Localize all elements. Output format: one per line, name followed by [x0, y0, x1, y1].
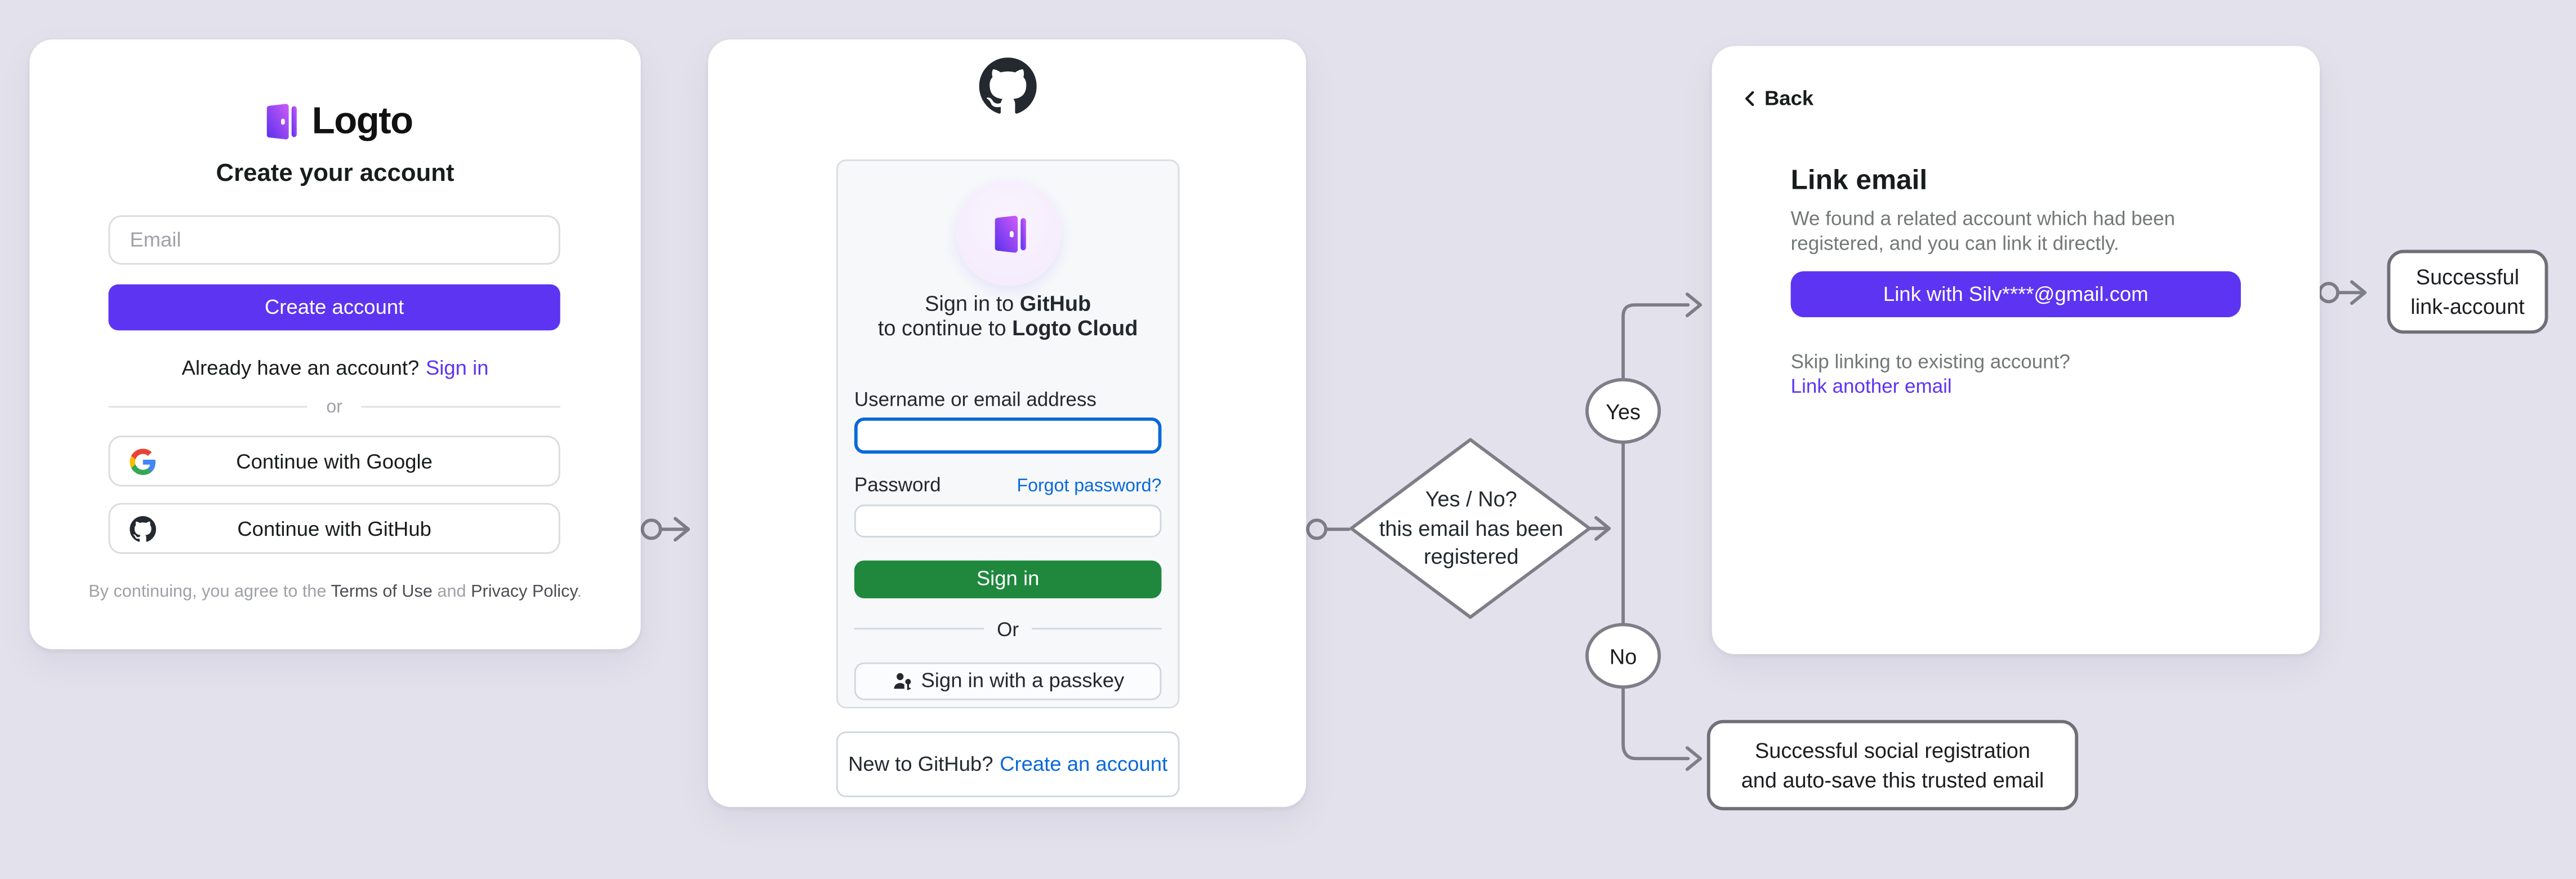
github-signin-button[interactable]: Sign in	[854, 560, 1162, 598]
terms-notice: By continuing, you agree to the Terms of…	[30, 582, 641, 602]
decision-diamond	[1349, 438, 1611, 619]
terms-prefix: By continuing, you agree to the	[88, 581, 331, 602]
connector-github-to-decision	[1306, 518, 1351, 540]
new-to-github-box: New to GitHub? Create an account	[836, 731, 1180, 797]
password-label: Password	[854, 472, 941, 496]
passkey-label: Sign in with a passkey	[921, 669, 1125, 692]
signup-card: Logto Create your account Create account…	[29, 39, 641, 650]
privacy-policy-link[interactable]: Privacy Policy	[471, 581, 577, 602]
branch-lines	[1621, 292, 1703, 771]
brand-name: Logto	[311, 99, 413, 141]
link-email-card: Back Link email We found a related accou…	[1712, 46, 2320, 655]
github-auth-panel: Sign in to GitHub to continue to Logto C…	[836, 159, 1180, 709]
signin-prompt-text: Already have an account?	[181, 357, 420, 380]
username-label: Username or email address	[854, 387, 1097, 411]
link-another-email-link[interactable]: Link another email	[1790, 375, 1952, 398]
password-input[interactable]	[854, 504, 1162, 537]
github-or-label: Or	[997, 617, 1019, 641]
heading-app-name: Logto Cloud	[1012, 315, 1138, 340]
continue-google-button[interactable]: Continue with Google	[108, 436, 560, 487]
terms-and: and	[432, 581, 471, 602]
passkey-icon	[893, 672, 911, 690]
skip-linking-text: Skip linking to existing account?	[1790, 350, 2070, 374]
chevron-left-icon	[1745, 91, 1754, 106]
heading-prefix: Sign in to	[925, 291, 1020, 316]
link-with-email-button[interactable]: Link with Silv****@gmail.com	[1790, 271, 2241, 318]
logto-app-badge	[955, 180, 1060, 286]
email-field[interactable]	[108, 215, 560, 265]
heading-github: GitHub	[1019, 291, 1091, 316]
github-icon	[130, 515, 157, 541]
create-account-button[interactable]: Create account	[108, 284, 560, 331]
continue-google-label: Continue with Google	[236, 449, 433, 473]
link-email-title: Link email	[1790, 164, 1928, 196]
signin-link[interactable]: Sign in	[425, 357, 489, 380]
or-divider-label: or	[326, 397, 342, 417]
or-divider: or	[109, 396, 560, 418]
continue-github-button[interactable]: Continue with GitHub	[108, 503, 560, 554]
logto-door-icon	[995, 215, 1026, 252]
connector-signup-to-github	[640, 517, 690, 542]
forgot-password-link[interactable]: Forgot password?	[1017, 476, 1162, 496]
google-icon	[130, 447, 156, 474]
outcome-link-account: Successful link-account	[2387, 250, 2548, 334]
signin-prompt: Already have an account?Sign in	[30, 357, 641, 380]
connector-link-to-outcome	[2318, 280, 2367, 305]
github-or-divider: Or	[854, 618, 1161, 641]
github-auth-heading: Sign in to GitHub to continue to Logto C…	[854, 291, 1161, 341]
outcome-social-registration: Successful social registration and auto-…	[1706, 720, 2079, 811]
username-input[interactable]	[854, 416, 1162, 453]
decision-node-label: Yes / No? this email has been registered	[1379, 486, 1563, 569]
logto-door-icon	[266, 103, 297, 139]
github-logo	[708, 57, 1306, 115]
no-node: No	[1585, 623, 1661, 689]
passkey-signin-button[interactable]: Sign in with a passkey	[854, 662, 1162, 700]
github-octocat-icon	[978, 57, 1036, 114]
terms-of-use-link[interactable]: Terms of Use	[331, 581, 433, 602]
github-signin-card: Sign in to GitHub to continue to Logto C…	[708, 39, 1307, 807]
logto-logo: Logto	[30, 99, 641, 143]
create-github-account-link[interactable]: Create an account	[1000, 753, 1168, 776]
terms-suffix: .	[577, 581, 582, 602]
continue-github-label: Continue with GitHub	[237, 517, 431, 540]
yes-node: Yes	[1585, 378, 1661, 444]
back-button[interactable]: Back	[1741, 87, 1813, 110]
heading-continue-prefix: to continue to	[877, 315, 1013, 340]
back-label: Back	[1764, 87, 1814, 110]
new-to-github-text: New to GitHub?	[848, 753, 993, 776]
link-email-description: We found a related account which had bee…	[1790, 207, 2176, 255]
page-title: Create your account	[216, 159, 454, 188]
